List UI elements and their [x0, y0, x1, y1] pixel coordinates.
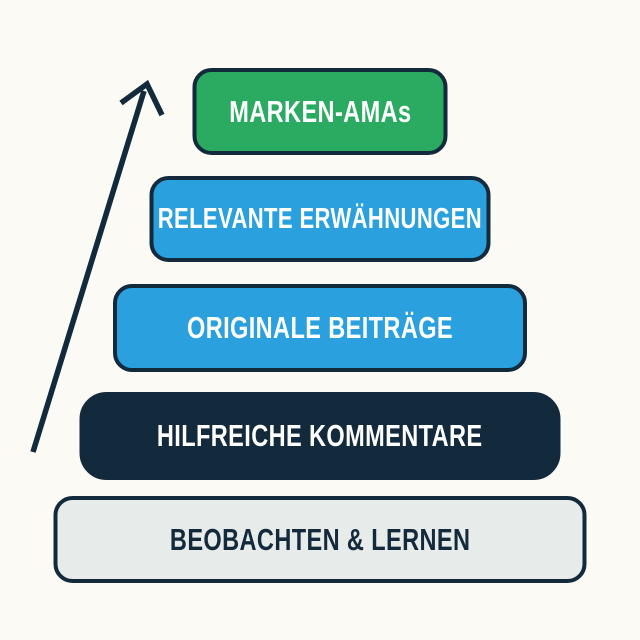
- pyramid-level-label: MARKEN-AMAs: [228, 93, 412, 129]
- pyramid-level-relevante-erwaehnungen: RELEVANTE ERWÄHNUNGEN: [149, 176, 491, 262]
- pyramid-level-label: HILFREICHE KOMMENTARE: [157, 418, 483, 453]
- pyramid-level-label: RELEVANTE ERWÄHNUNGEN: [157, 202, 483, 235]
- pyramid-level-originale-beitraege: ORIGINALE BEITRÄGE: [113, 284, 527, 372]
- pyramid-level-beobachten-lernen: BEOBACHTEN & LERNEN: [53, 496, 587, 583]
- pyramid-level-label: BEOBACHTEN & LERNEN: [169, 521, 471, 557]
- pyramid-level-label: ORIGINALE BEITRÄGE: [186, 310, 453, 345]
- pyramid-level-hilfreiche-kommentare: HILFREICHE KOMMENTARE: [79, 392, 561, 480]
- pyramid-level-marken-amas: MARKEN-AMAs: [192, 68, 448, 155]
